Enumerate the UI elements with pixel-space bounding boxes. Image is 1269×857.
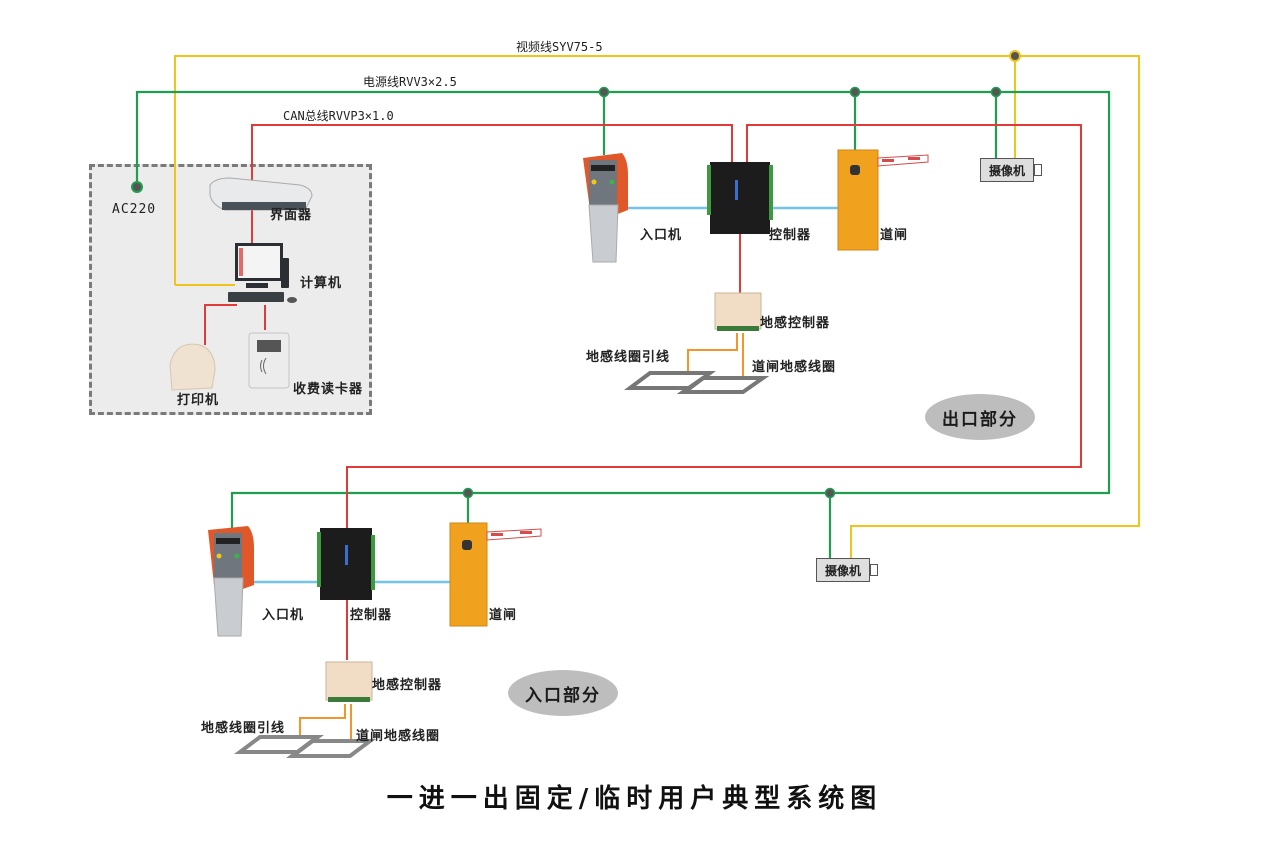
exit-entry-machine-icon [583,153,628,263]
entry-controller-icon [317,528,375,600]
video-cable-label: 视频线SYV75-5 [516,40,603,54]
entry-zone-badge: 入口部分 [508,670,618,716]
computer-icon [228,243,297,303]
exit-loop-lead-label: 地感线圈引线 [586,350,671,365]
card-reader-label: 收费读卡器 [293,382,364,397]
exit-camera-label: 摄像机 [988,163,1025,178]
power-junction-dot [824,487,836,499]
loop-wire [299,333,744,742]
printer-label: 打印机 [177,393,220,408]
power-junction-dot [598,86,610,98]
card-reader-icon [248,332,290,389]
exit-barrier-gate-label: 道闸 [880,228,909,243]
can-cable-label: CAN总线RVVP3×1.0 [283,109,394,123]
camera-lens-icon [870,564,878,576]
entry-barrier-gate-icon [449,522,542,627]
entry-camera-label: 摄像机 [824,563,861,578]
diagram-title: 一进一出固定/临时用户典型系统图 [386,784,883,814]
exit-loop-controller-icon [714,292,762,331]
entry-loop-controller-icon [325,661,373,702]
exit-controller-icon [707,162,773,234]
signal-cable [252,206,838,584]
entry-camera: 摄像机 [816,558,878,582]
exit-controller-label: 控制器 [769,228,812,243]
exit-zone-badge: 出口部分 [925,394,1035,440]
exit-camera: 摄像机 [980,158,1042,182]
entry-barrier-gate-label: 道闸 [489,608,518,623]
entry-entry-machine-icon [208,526,254,637]
ac220-terminal-dot [131,181,143,193]
power-junction-dot [990,86,1002,98]
exit-barrier-gate-icon [837,149,929,251]
interface-device-icon [209,177,313,211]
can-bus-cable [204,124,1082,660]
entry-controller-label: 控制器 [350,608,393,623]
exit-ground-loops [624,371,770,394]
ac220-label: AC220 [112,202,157,217]
exit-entry-machine-label: 入口机 [640,228,683,243]
entry-ground-loops [234,735,376,758]
printer-icon [169,343,216,391]
entry-entry-machine-label: 入口机 [262,608,305,623]
interface-label: 界面器 [270,208,313,223]
exit-gate-loop-label: 道闸地感线圈 [752,360,837,375]
computer-label: 计算机 [300,276,343,291]
entry-loop-lead-label: 地感线圈引线 [201,721,286,736]
video-junction-dot [1009,50,1021,62]
power-junction-dot [849,86,861,98]
entry-gate-loop-label: 道闸地感线圈 [356,729,441,744]
power-cable-label: 电源线RVV3×2.5 [363,75,457,89]
camera-lens-icon [1034,164,1042,176]
video-cable [174,55,1140,558]
power-junction-dot [462,487,474,499]
entry-loop-controller-label: 地感控制器 [372,678,443,693]
exit-loop-controller-label: 地感控制器 [760,316,831,331]
